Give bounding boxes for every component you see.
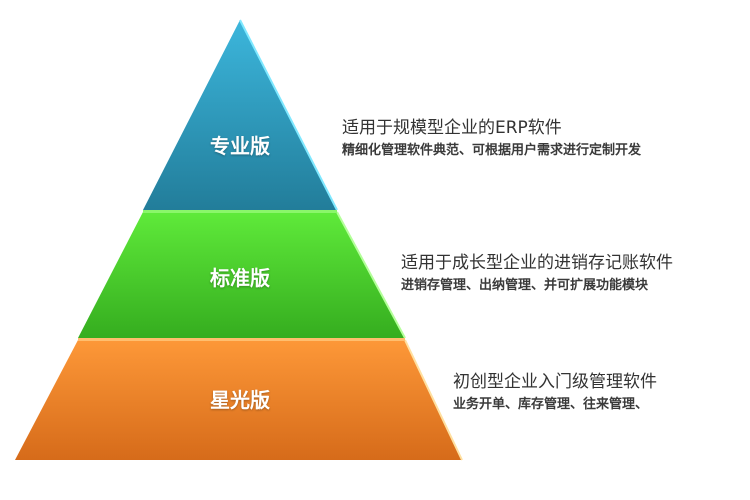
tier-middle-shape xyxy=(78,212,405,338)
tier-description-starlight: 初创型企业入门级管理软件 业务开单、库存管理、往来管理、 xyxy=(453,370,657,416)
tier-title: 初创型企业入门级管理软件 xyxy=(453,372,657,392)
tier-subtitle: 业务开单、库存管理、往来管理、 xyxy=(453,397,649,412)
tier-title: 适用于成长型企业的进销存记账软件 xyxy=(401,253,673,273)
tier-top-shape xyxy=(143,20,337,210)
tier-description-standard: 适用于成长型企业的进销存记账软件 进销存管理、出纳管理、并可扩展功能模块 xyxy=(401,251,673,297)
tier-title: 适用于规模型企业的ERP软件 xyxy=(342,118,562,138)
tier-description-pro: 适用于规模型企业的ERP软件 精细化管理软件典范、可根据用户需求进行定制开发 xyxy=(342,116,641,162)
tier-bottom-shape xyxy=(15,340,462,460)
tier-subtitle: 进销存管理、出纳管理、并可扩展功能模块 xyxy=(401,278,649,293)
tier-label-starlight: 星光版 xyxy=(210,388,270,412)
tier-subtitle: 精细化管理软件典范、可根据用户需求进行定制开发 xyxy=(342,143,642,158)
tier-label-standard: 标准版 xyxy=(210,266,270,290)
tier-label-pro: 专业版 xyxy=(210,134,270,158)
